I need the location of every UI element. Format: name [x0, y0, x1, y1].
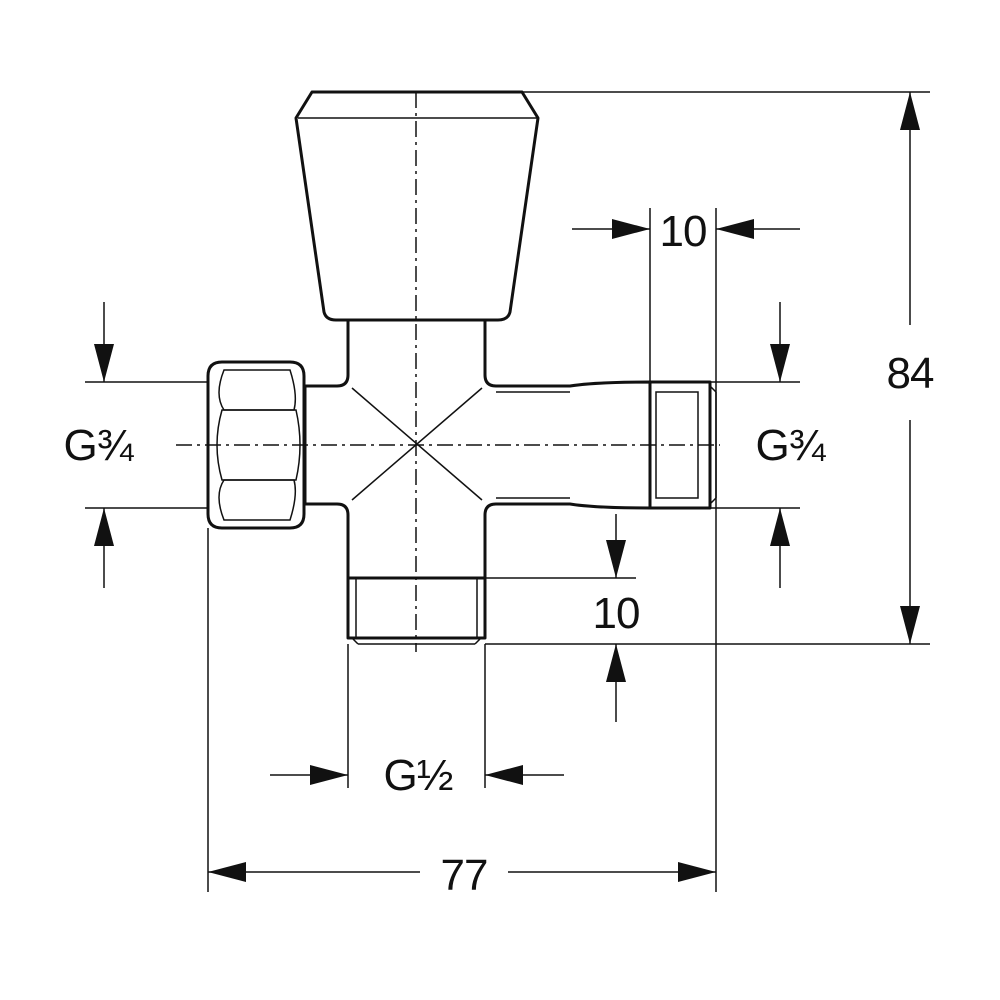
dimension-top-10: 10 — [572, 207, 800, 256]
valve-body — [303, 318, 652, 580]
label-top-offset: 10 — [660, 207, 707, 256]
dimension-77: 77 — [208, 851, 716, 900]
label-bottom-thread: G½ — [384, 751, 453, 800]
label-overall-height: 84 — [887, 349, 934, 398]
label-overall-width: 77 — [441, 851, 488, 900]
nut-facet-bottom — [218, 479, 297, 521]
cross-diagonal-2 — [351, 387, 483, 501]
body-cross — [303, 318, 652, 580]
nut-facet-middle — [216, 409, 301, 481]
dimension-bottom-thread: G½ — [270, 751, 564, 800]
label-bottom-offset: 10 — [593, 589, 640, 638]
handle-cone — [294, 90, 540, 322]
label-left-thread: G¾ — [64, 421, 135, 470]
dimension-left-thread: G¾ — [64, 302, 136, 588]
dimension-84: 84 — [887, 92, 935, 644]
extension-lines — [85, 91, 930, 892]
dimension-bottom-10: 10 — [593, 514, 640, 722]
valve-handle — [294, 90, 540, 322]
label-right-thread: G¾ — [756, 421, 827, 470]
dimension-right-thread: G¾ — [756, 302, 828, 588]
